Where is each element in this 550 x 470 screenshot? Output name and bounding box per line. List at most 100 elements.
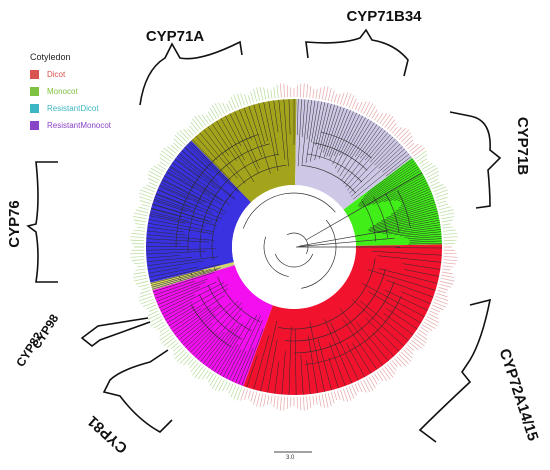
branch-arc bbox=[203, 272, 205, 275]
branch bbox=[365, 317, 400, 352]
tip-marker bbox=[403, 135, 413, 145]
branch bbox=[323, 105, 339, 153]
tip-marker bbox=[384, 366, 394, 378]
tip-marker bbox=[368, 376, 376, 389]
branch bbox=[384, 289, 428, 311]
tree-center bbox=[232, 185, 356, 309]
tip-marker bbox=[354, 383, 359, 392]
tip-marker bbox=[133, 212, 148, 217]
branch bbox=[190, 329, 214, 353]
tip-marker bbox=[411, 339, 423, 349]
legend-item: ResistantDicot bbox=[30, 100, 111, 117]
tip-marker bbox=[173, 344, 181, 352]
tip-marker bbox=[360, 101, 367, 113]
tip-marker bbox=[442, 226, 454, 229]
branch bbox=[300, 354, 304, 395]
tip-marker bbox=[420, 161, 429, 167]
branch bbox=[149, 215, 186, 224]
tip-marker bbox=[247, 95, 251, 104]
branch bbox=[329, 343, 346, 386]
branch bbox=[148, 219, 214, 232]
branch bbox=[345, 134, 391, 188]
tip-marker bbox=[226, 103, 231, 112]
branch bbox=[296, 99, 299, 136]
tip-marker bbox=[247, 390, 251, 399]
tip-marker bbox=[396, 356, 406, 367]
branch bbox=[344, 117, 366, 156]
tip-marker bbox=[131, 233, 145, 235]
branch bbox=[395, 197, 434, 212]
tip-marker bbox=[423, 165, 436, 173]
tip-marker bbox=[207, 111, 214, 121]
tip-marker bbox=[405, 347, 414, 355]
branch bbox=[383, 312, 414, 336]
branch bbox=[202, 314, 242, 364]
branch bbox=[367, 174, 424, 206]
branch bbox=[326, 107, 345, 157]
branch-arc bbox=[397, 190, 411, 229]
branch bbox=[394, 229, 441, 236]
tip-marker bbox=[133, 229, 145, 232]
tip-marker bbox=[386, 364, 396, 375]
branch-arc bbox=[320, 131, 372, 159]
tip-marker bbox=[142, 186, 155, 193]
tip-marker bbox=[150, 318, 163, 327]
branch bbox=[146, 256, 193, 263]
tip-marker bbox=[348, 386, 355, 399]
branch bbox=[318, 104, 335, 159]
tip-marker bbox=[411, 145, 423, 155]
branch bbox=[378, 178, 426, 204]
tip-marker bbox=[428, 174, 439, 181]
branch bbox=[147, 256, 218, 266]
tip-marker bbox=[441, 271, 453, 275]
tip-marker bbox=[161, 334, 173, 344]
tip-marker bbox=[437, 200, 447, 204]
tip-marker bbox=[207, 373, 214, 383]
branch bbox=[187, 301, 239, 351]
tip-marker bbox=[192, 118, 202, 130]
branch bbox=[377, 222, 440, 234]
tip-marker bbox=[306, 84, 309, 98]
tip-marker bbox=[201, 114, 209, 125]
tip-marker bbox=[351, 385, 357, 396]
tip-marker bbox=[236, 93, 243, 107]
branch bbox=[397, 186, 430, 202]
tip-marker bbox=[327, 87, 332, 102]
branch bbox=[205, 328, 234, 367]
branch bbox=[400, 193, 433, 206]
tip-marker bbox=[379, 369, 388, 381]
tip-marker bbox=[374, 113, 379, 121]
branch bbox=[360, 300, 409, 341]
tip-marker bbox=[166, 146, 177, 155]
tip-marker bbox=[439, 280, 454, 285]
tip-marker bbox=[147, 313, 160, 320]
branch-arc bbox=[187, 185, 208, 253]
tip-marker bbox=[428, 313, 439, 320]
branch bbox=[211, 123, 238, 162]
branch bbox=[358, 168, 420, 207]
tip-marker bbox=[192, 364, 202, 376]
tip-marker bbox=[250, 91, 254, 103]
clade-label: CYP71B bbox=[514, 117, 531, 176]
tip-marker bbox=[426, 170, 439, 178]
tip-marker bbox=[416, 154, 428, 162]
tip-marker bbox=[150, 167, 163, 176]
tip-marker bbox=[183, 356, 192, 365]
branch bbox=[319, 103, 332, 149]
tip-marker bbox=[309, 86, 312, 98]
tip-marker bbox=[318, 87, 322, 100]
branch bbox=[181, 150, 219, 183]
branch bbox=[374, 141, 399, 166]
branch bbox=[203, 129, 246, 184]
branch bbox=[339, 308, 384, 366]
branch bbox=[160, 182, 203, 204]
tip-marker bbox=[405, 139, 414, 147]
tip-marker bbox=[279, 83, 282, 98]
branch bbox=[211, 322, 244, 370]
branch-arc bbox=[301, 165, 356, 194]
branch bbox=[309, 321, 325, 392]
branch bbox=[163, 301, 193, 318]
legend-swatch bbox=[30, 87, 39, 96]
tip-marker bbox=[259, 393, 264, 408]
tip-marker bbox=[138, 283, 149, 288]
